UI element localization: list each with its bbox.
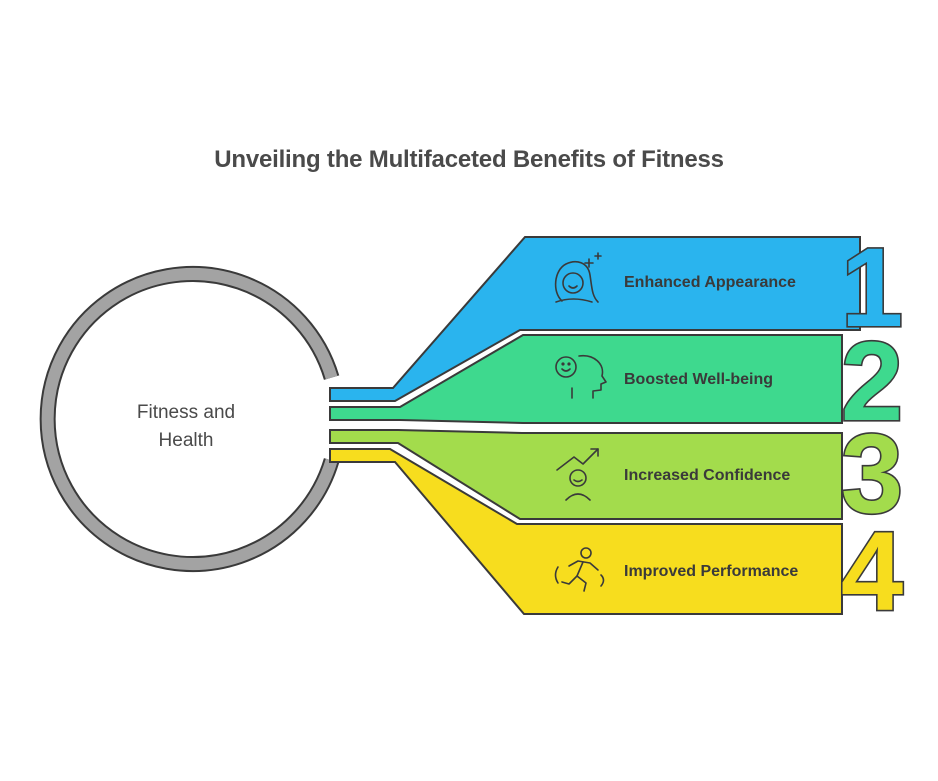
benefit-label-4: Improved Performance [624, 563, 798, 580]
step-number-1: 1 [841, 225, 903, 350]
center-ring-fill [41, 268, 338, 570]
center-label-line1: Fitness and [137, 402, 235, 423]
step-number-4: 4 [841, 509, 903, 634]
smiling-head-icon [555, 354, 607, 399]
benefit-label-2: Boosted Well-being [624, 371, 773, 388]
woman-sparkle-icon [554, 252, 602, 303]
benefit-band-4 [329, 448, 843, 615]
benefit-band-2 [329, 334, 843, 424]
person-growth-icon [556, 448, 599, 501]
center-label-line2: Health [159, 430, 214, 451]
benefit-label-3: Increased Confidence [624, 467, 790, 484]
page-title: Unveiling the Multifaceted Benefits of F… [214, 146, 724, 173]
benefit-label-1: Enhanced Appearance [624, 274, 796, 291]
running-person-icon [554, 547, 605, 592]
step-number-3: 3 [841, 411, 903, 536]
step-number-2: 2 [841, 319, 903, 444]
benefit-band-1 [329, 236, 861, 402]
